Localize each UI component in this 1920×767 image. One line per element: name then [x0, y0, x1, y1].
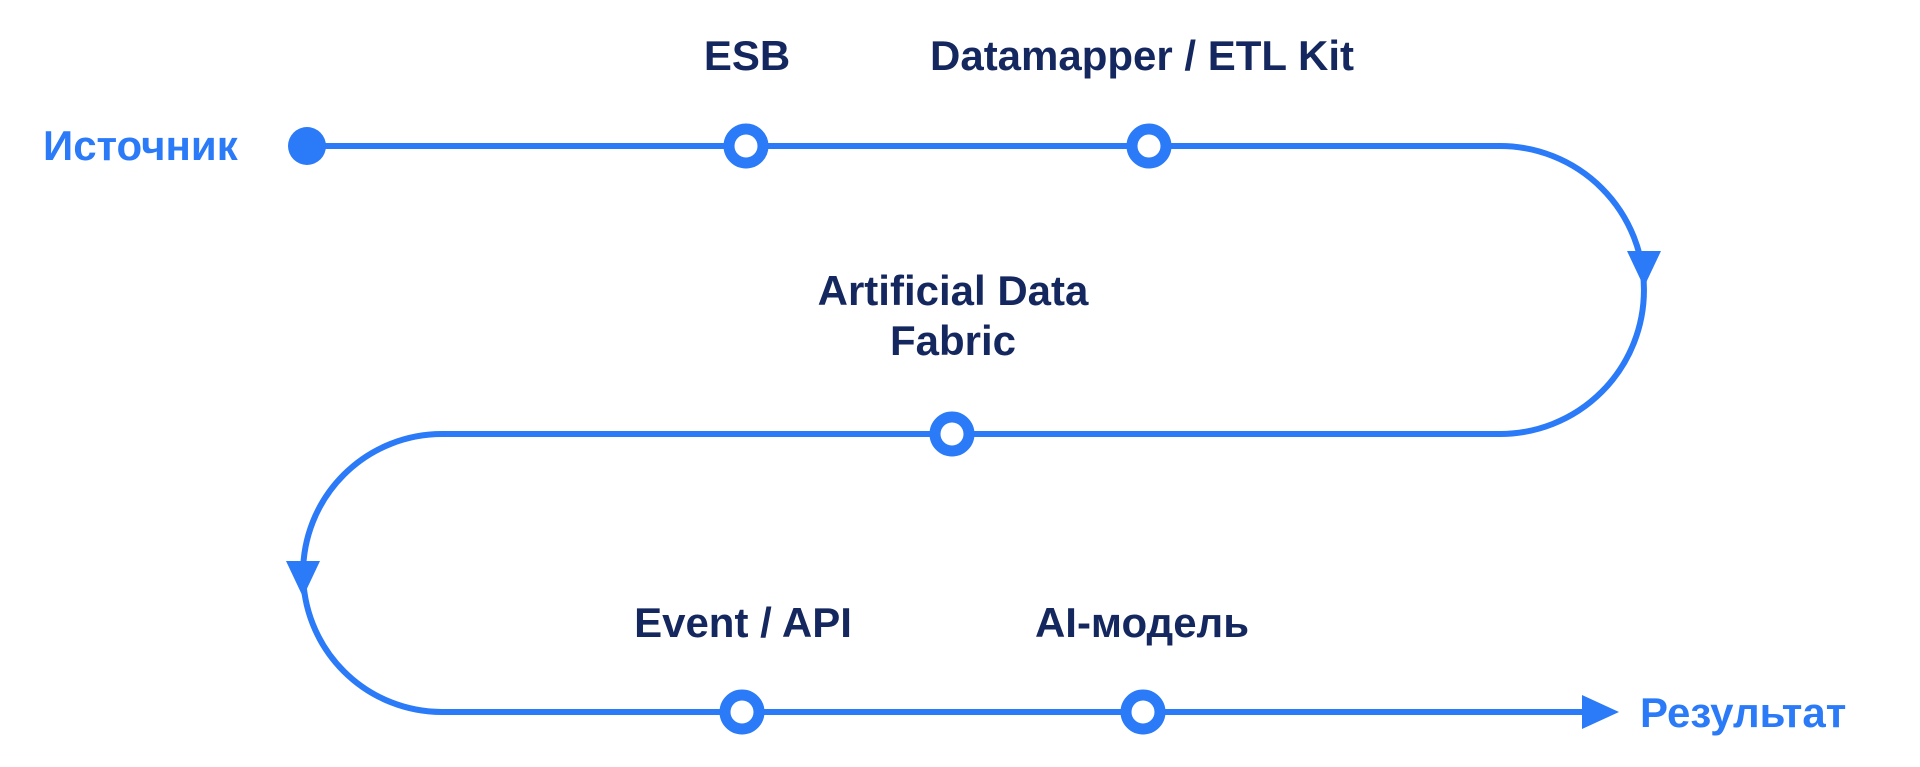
arrowhead-end-icon — [1582, 695, 1619, 729]
stage-label-artificial-data-fabric-line1: Artificial Data — [817, 267, 1089, 314]
stage-label-datamapper-etl-kit: Datamapper / ETL Kit — [930, 31, 1354, 79]
result-label: Результат — [1640, 688, 1847, 736]
flow-path — [300, 143, 1647, 715]
start-dot — [288, 127, 326, 165]
node-datamapper-etl-kit — [1126, 123, 1172, 169]
arrowhead-left-curve-icon — [286, 561, 320, 597]
stage-label-ai-model: AI-модель — [1034, 598, 1250, 646]
arrowhead-right-curve-icon — [1627, 251, 1661, 287]
node-event-api — [719, 689, 765, 735]
stage-label-artificial-data-fabric-line2: Fabric — [889, 317, 1017, 364]
node-artificial-data-fabric — [929, 411, 975, 457]
node-ai-model — [1120, 689, 1166, 735]
stage-label-event-api: Event / API — [634, 598, 852, 646]
stage-label-artificial-data-fabric: Artificial Data Fabric — [818, 266, 1089, 366]
stage-label-esb: ESB — [703, 31, 791, 79]
node-esb — [723, 123, 769, 169]
source-label: Источник — [43, 121, 238, 169]
